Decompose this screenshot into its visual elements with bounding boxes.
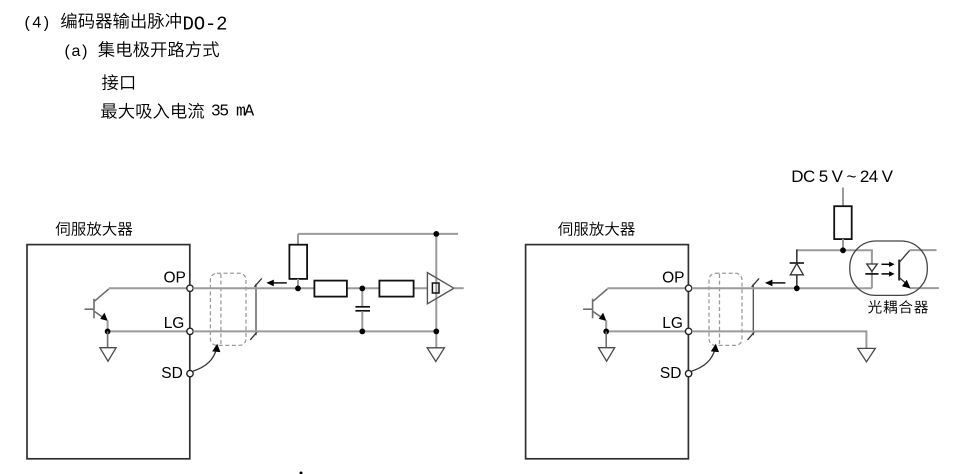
svg-text:(4): (4) [25,14,52,31]
svg-text:35 mA: 35 mA [211,102,254,121]
svg-text:OP: OP [662,269,684,286]
svg-text:LG: LG [662,315,683,332]
svg-text:LG: LG [164,315,185,332]
svg-text:SD: SD [660,365,682,382]
svg-text:(a): (a) [65,43,90,60]
svg-text:SD: SD [161,365,183,382]
svg-text:DO-2: DO-2 [183,13,228,35]
svg-text:DC 5 V ~ 24 V: DC 5 V ~ 24 V [791,167,893,186]
svg-text:OP: OP [164,269,186,286]
